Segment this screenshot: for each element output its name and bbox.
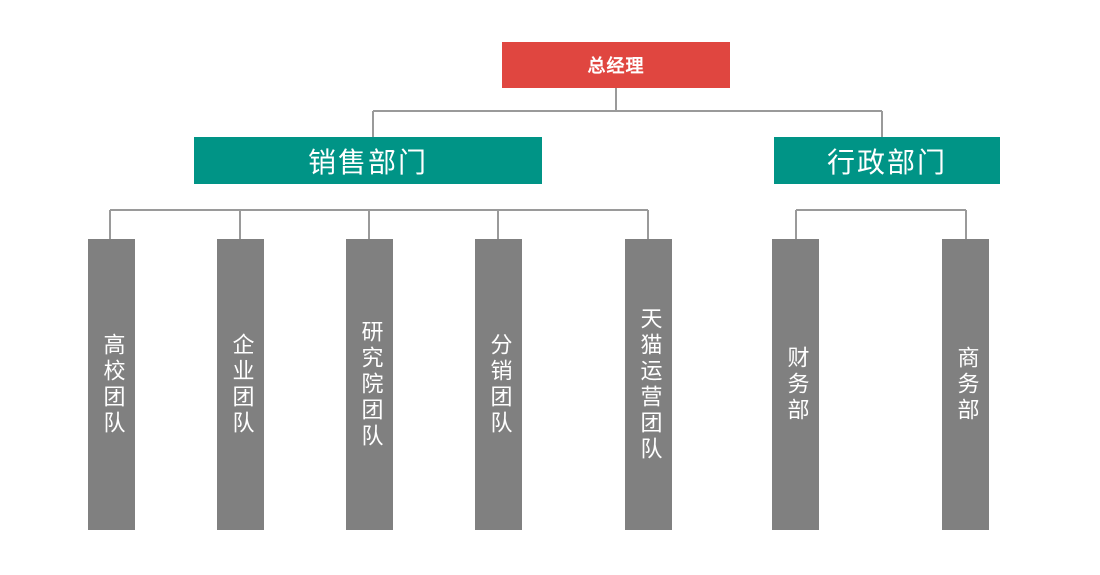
team-tmall-label: 天猫运营团队 [636,306,662,463]
general-manager-node: 总经理 [502,42,730,88]
sales-department-node: 销售部门 [194,137,542,184]
admin-department-node: 行政部门 [774,137,1000,184]
team-business-node: 商务部 [942,239,989,530]
team-tmall-node: 天猫运营团队 [625,239,672,530]
sales-department-label: 销售部门 [307,145,428,179]
team-institute-label: 研究院团队 [357,319,383,450]
team-distribution-label: 分销团队 [486,332,512,437]
team-university-label: 高校团队 [99,332,125,437]
team-institute-node: 研究院团队 [346,239,393,530]
team-distribution-node: 分销团队 [475,239,522,530]
team-university-node: 高校团队 [88,239,135,530]
team-finance-label: 财务部 [783,345,809,424]
general-manager-label: 总经理 [587,56,645,77]
admin-department-label: 行政部门 [826,145,947,179]
team-enterprise-label: 企业团队 [228,332,254,437]
team-enterprise-node: 企业团队 [217,239,264,530]
team-business-label: 商务部 [953,345,979,424]
team-finance-node: 财务部 [772,239,819,530]
